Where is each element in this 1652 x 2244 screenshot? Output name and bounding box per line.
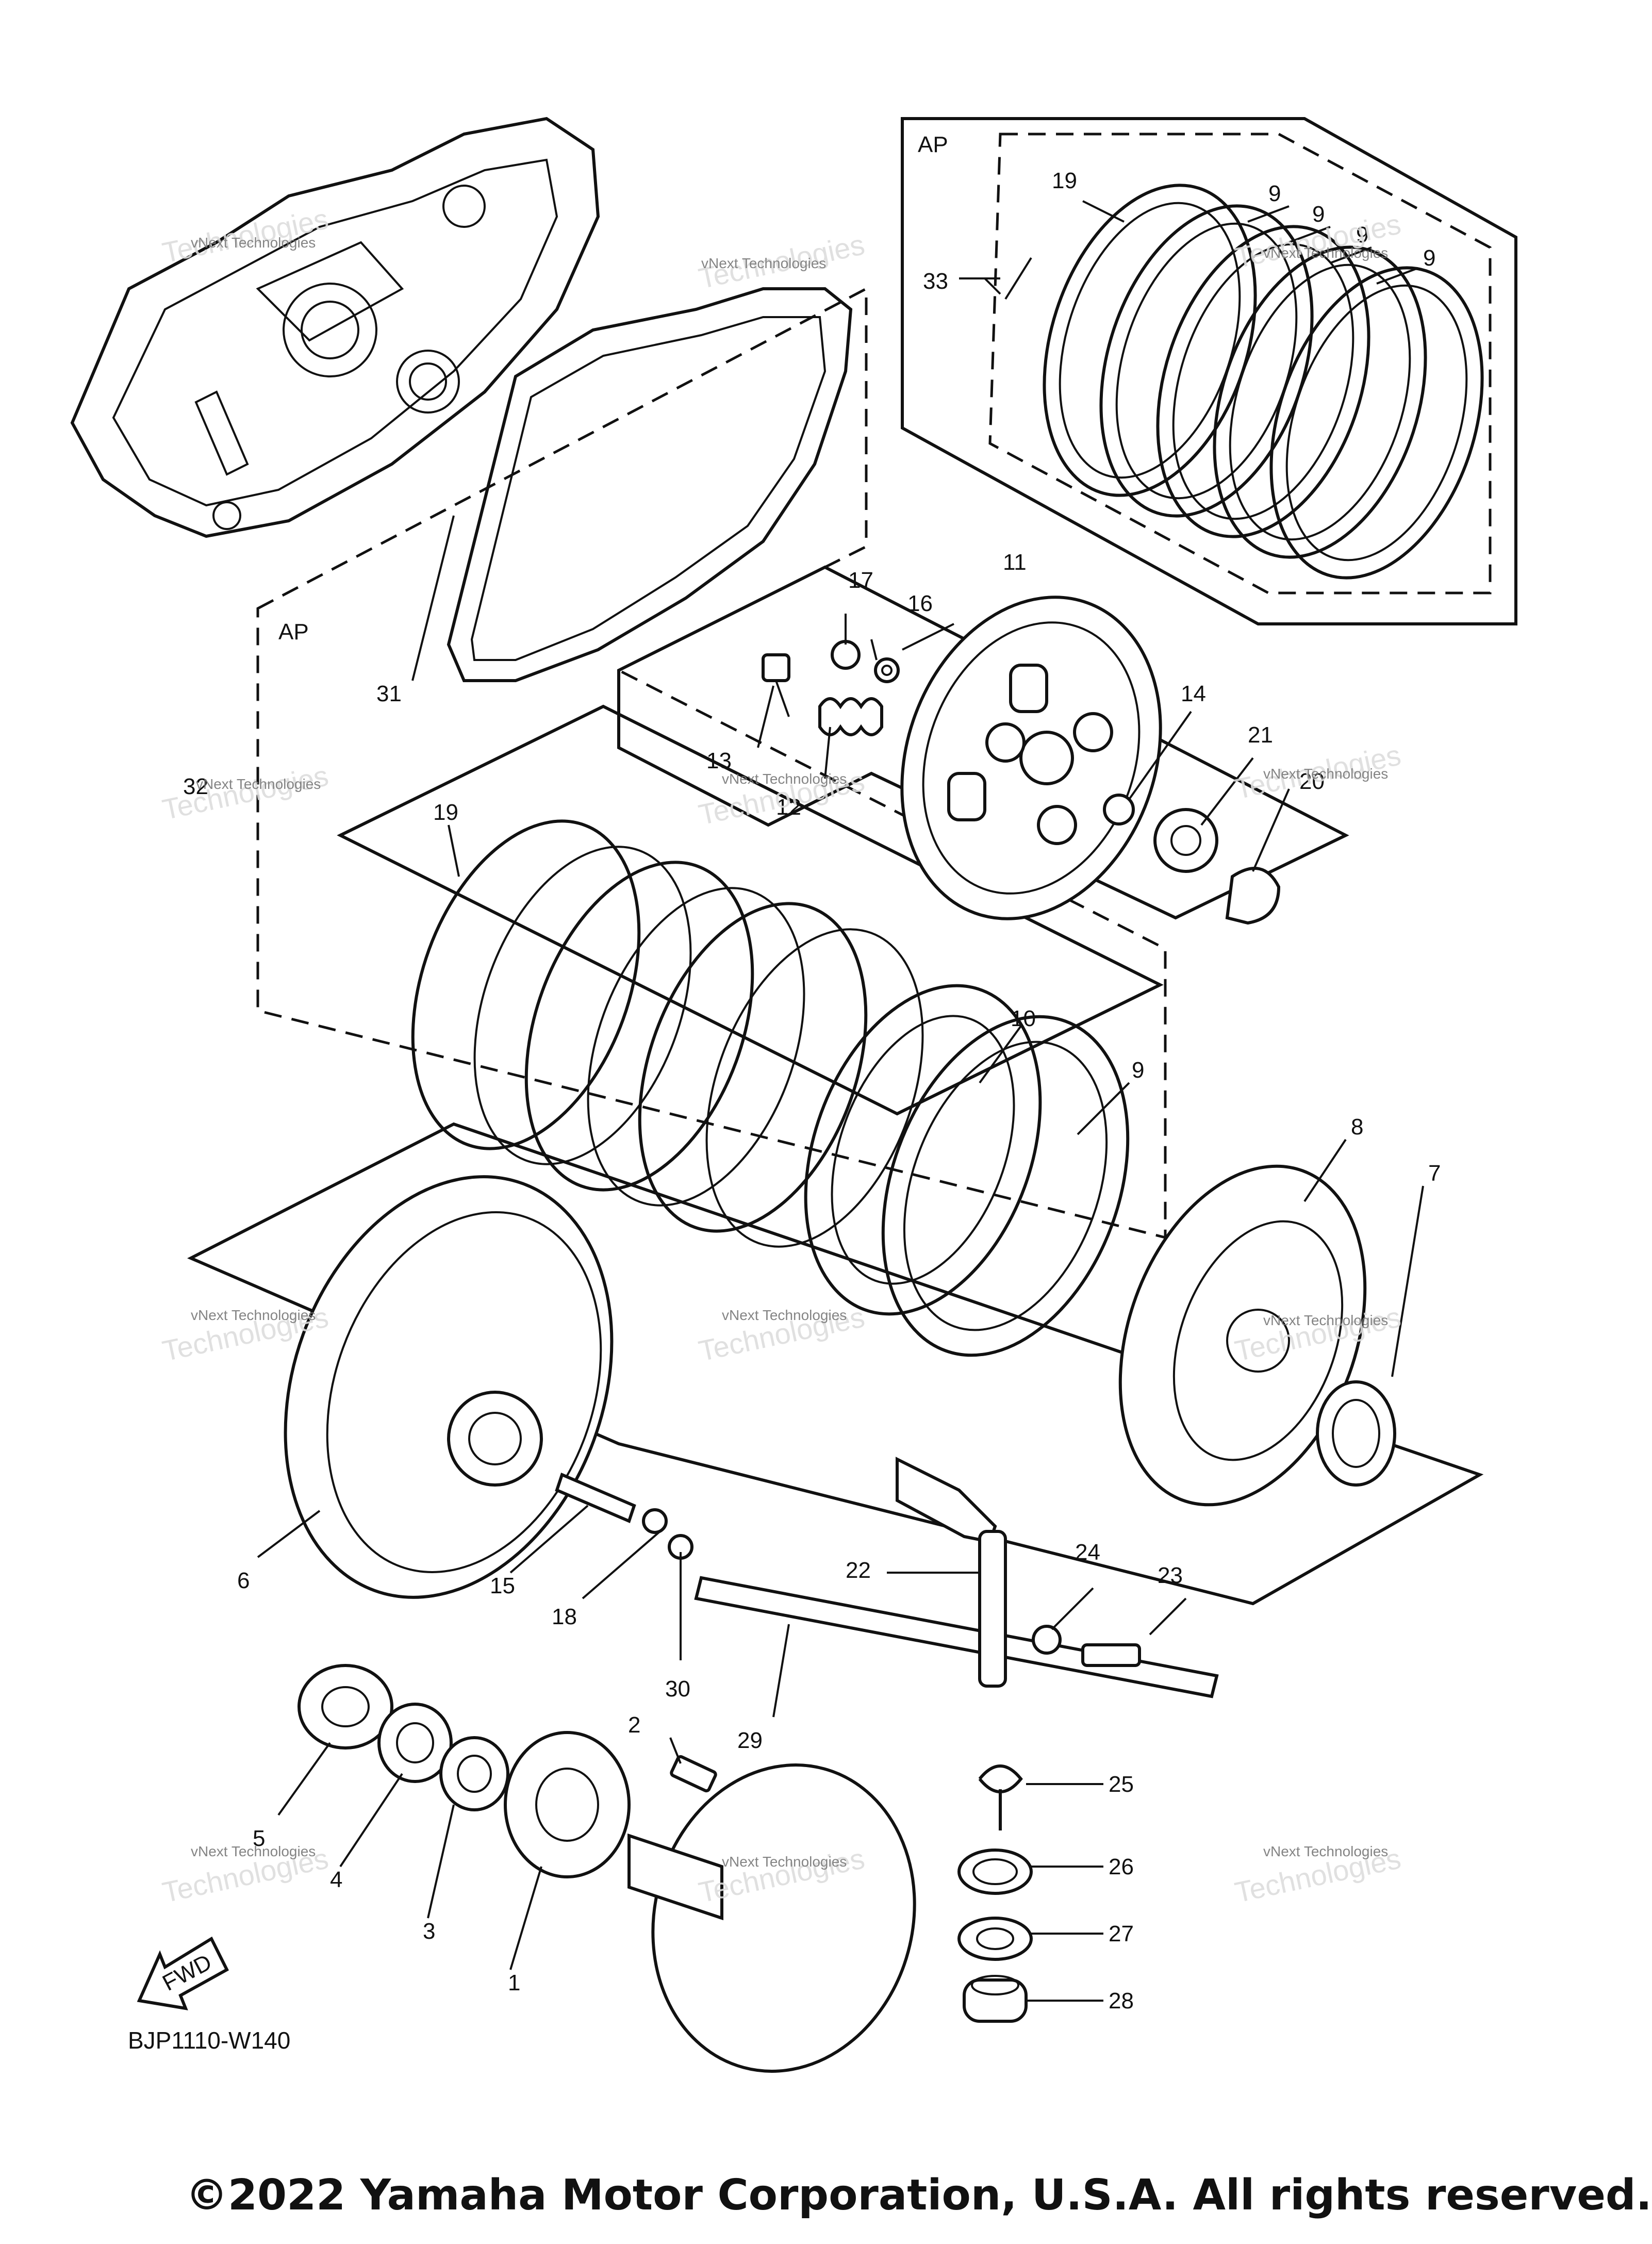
watermark-3: vNext Technologies xyxy=(1263,245,1388,261)
callout-21: 21 xyxy=(1248,722,1273,748)
watermark-1: vNext Technologies xyxy=(191,235,316,251)
circlip xyxy=(1316,1380,1396,1487)
callout-29: 29 xyxy=(737,1728,763,1753)
watermark-7: vNext Technologies xyxy=(191,1307,316,1323)
callout-30: 30 xyxy=(665,1676,690,1702)
clutch-plates-main xyxy=(411,819,1130,1357)
callout-5: 5 xyxy=(253,1826,265,1851)
leader-lines xyxy=(257,200,1424,2002)
bearing-28 xyxy=(963,1975,1028,2023)
callout-7: 7 xyxy=(1428,1161,1441,1186)
callout-2: 2 xyxy=(628,1712,640,1738)
push-rod-long xyxy=(694,1576,1219,1698)
callout-1: 1 xyxy=(508,1970,520,1995)
callout-16: 16 xyxy=(907,591,933,616)
callout-32: 32 xyxy=(183,774,208,799)
watermark-12: vNext Technologies xyxy=(1263,1843,1388,1859)
crankshaft-flywheel xyxy=(627,1763,916,2073)
crankcase-cover xyxy=(70,117,600,538)
callout-14: 14 xyxy=(1181,681,1206,706)
watermark-9: vNext Technologies xyxy=(1263,1312,1388,1328)
lever-spring xyxy=(978,1764,1023,1830)
callout-9-ap-a: 9 xyxy=(1268,181,1281,206)
callout-11: 11 xyxy=(1003,550,1027,575)
diagram-code: BJP1110-W140 xyxy=(128,2027,291,2054)
ap-label-top: AP xyxy=(918,132,948,157)
watermark-10: vNext Technologies xyxy=(191,1843,316,1859)
callout-17: 17 xyxy=(848,568,873,593)
callout-20: 20 xyxy=(1299,769,1325,794)
callout-26: 26 xyxy=(1109,1854,1134,1879)
watermark-11: vNext Technologies xyxy=(722,1854,847,1870)
callout-3: 3 xyxy=(423,1919,435,1944)
callout-13: 13 xyxy=(706,748,732,773)
ap-box-main xyxy=(256,286,1167,1240)
callout-27: 27 xyxy=(1109,1921,1134,1946)
straight-key xyxy=(670,1755,717,1793)
callout-18: 18 xyxy=(552,1604,577,1629)
callout-4: 4 xyxy=(330,1867,342,1892)
watermark-4: vNext Technologies xyxy=(196,776,321,792)
callout-9-main: 9 xyxy=(1132,1058,1144,1083)
friction-plate-stack-ap xyxy=(1043,184,1484,580)
callout-22: 22 xyxy=(846,1558,871,1583)
callout-28: 28 xyxy=(1109,1988,1134,2014)
callout-9-ap-c: 9 xyxy=(1356,222,1368,248)
callout-9-ap-b: 9 xyxy=(1312,202,1325,227)
callout-labels: 1 2 3 4 5 6 7 8 9 9 9 9 9 10 11 12 13 14… xyxy=(183,168,1441,2014)
callout-23: 23 xyxy=(1158,1563,1183,1588)
callout-31: 31 xyxy=(376,681,402,706)
small-parts-13-17 xyxy=(762,640,1281,925)
parts-diagram: FWD AP AP 1 2 3 4 5 6 7 8 9 9 9 9 9 10 1… xyxy=(70,117,1517,2073)
lock-nut xyxy=(298,1664,393,1750)
callout-6: 6 xyxy=(237,1568,250,1593)
watermark-2: vNext Technologies xyxy=(701,255,826,271)
callout-12: 12 xyxy=(776,795,801,820)
primary-drive-gear xyxy=(504,1731,631,1878)
callout-25: 25 xyxy=(1109,1772,1134,1797)
ap-box-friction-plates xyxy=(901,117,1517,625)
copyright-notice: ©2022 Yamaha Motor Corporation, U.S.A. A… xyxy=(186,2171,1652,2220)
lock-washer xyxy=(377,1703,453,1783)
push-rod-short xyxy=(555,1472,693,1560)
gasket xyxy=(447,287,853,682)
push-lever-shaft xyxy=(896,1457,1141,1688)
callout-15: 15 xyxy=(490,1573,515,1598)
oil-seal-27 xyxy=(957,1917,1033,1961)
callout-19-main: 19 xyxy=(433,800,458,825)
watermark-5: vNext Technologies xyxy=(722,771,847,787)
watermark-4-big: Technologies xyxy=(159,759,331,826)
clutch-plate-group-box xyxy=(337,704,1164,1116)
callout-9-ap-d: 9 xyxy=(1423,245,1435,271)
watermark-6: vNext Technologies xyxy=(1263,766,1388,782)
circlip-26 xyxy=(957,1849,1033,1895)
callout-19-ap: 19 xyxy=(1052,168,1077,193)
thrust-washer xyxy=(439,1736,509,1811)
callout-24: 24 xyxy=(1075,1540,1100,1565)
callout-10: 10 xyxy=(1011,1006,1036,1031)
primary-driven-gear xyxy=(1118,1164,1367,1507)
forward-arrow: FWD xyxy=(137,1936,229,2010)
clutch-housing xyxy=(284,1175,614,1599)
callout-33: 33 xyxy=(923,269,948,294)
pressure-plate xyxy=(900,596,1162,920)
watermark-8: vNext Technologies xyxy=(722,1307,847,1323)
ap-label-main: AP xyxy=(278,619,309,645)
callout-8: 8 xyxy=(1351,1114,1363,1140)
